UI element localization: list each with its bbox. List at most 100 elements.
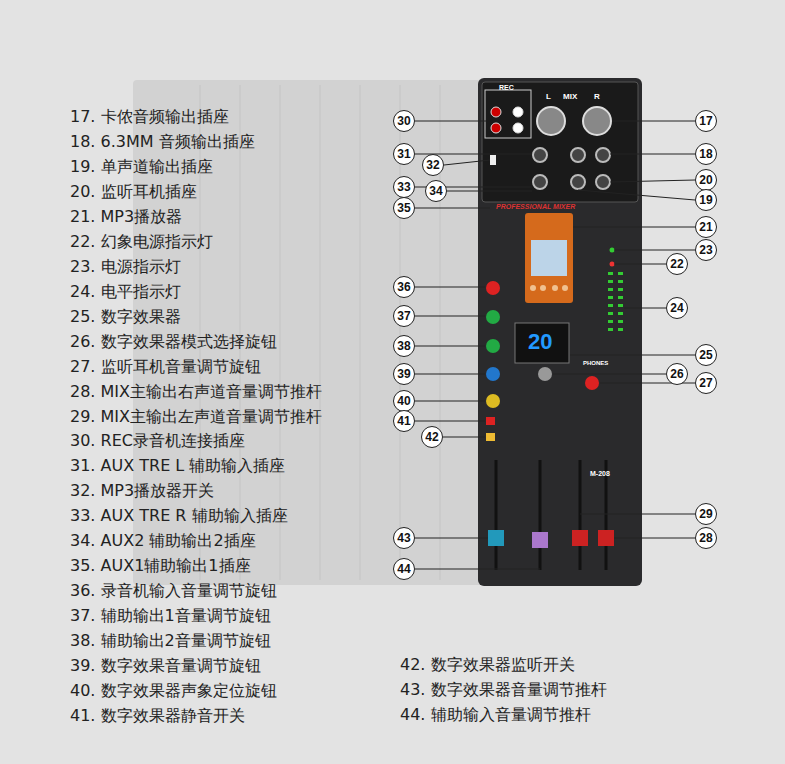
part-label: 37. 辅助输出1音量调节旋钮 bbox=[70, 606, 271, 625]
callout-number: 18 bbox=[699, 148, 712, 160]
part-label: 33. AUX TRE R 辅助输入插座 bbox=[70, 506, 288, 525]
callout-number: 40 bbox=[397, 395, 410, 407]
callout-number: 41 bbox=[397, 415, 410, 427]
callout-number: 44 bbox=[397, 563, 410, 575]
part-label: 43. 数字效果器音量调节推杆 bbox=[400, 680, 607, 699]
panel-text: PROFESSIONAL MIXER bbox=[496, 203, 575, 211]
part-label: 28. MIX主输出右声道音量调节推杆 bbox=[70, 382, 322, 401]
part-label: 36. 录音机输入音量调节旋钮 bbox=[70, 581, 277, 600]
part-label: 27. 监听耳机音量调节旋钮 bbox=[70, 357, 261, 376]
callout-number: 34 bbox=[429, 185, 442, 197]
panel-text: M-208 bbox=[590, 470, 610, 478]
leader-lines bbox=[415, 121, 695, 569]
part-label: 29. MIX主输出左声道音量调节推杆 bbox=[70, 407, 322, 426]
part-label: 32. MP3播放器开关 bbox=[70, 481, 214, 500]
callout-circle: 33 bbox=[393, 176, 415, 198]
panel-text: REC bbox=[499, 84, 514, 92]
jacks bbox=[533, 148, 610, 189]
callout-number: 27 bbox=[699, 377, 712, 389]
part-label: 44. 辅助输入音量调节推杆 bbox=[400, 705, 591, 724]
panel-text: 20 bbox=[528, 329, 552, 355]
callout-number: 32 bbox=[426, 159, 439, 171]
part-label: 17. 卡侬音频输出插座 bbox=[70, 107, 229, 126]
part-label: 30. REC录音机连接插座 bbox=[70, 431, 245, 450]
part-label: 20. 监听耳机插座 bbox=[70, 182, 197, 201]
callout-number: 31 bbox=[397, 148, 410, 160]
callout-circle: 26 bbox=[666, 363, 688, 385]
panel-text: PHONES bbox=[583, 360, 608, 367]
callout-circle: 19 bbox=[695, 189, 717, 211]
callout-circle: 35 bbox=[393, 197, 415, 219]
knobs bbox=[486, 281, 599, 408]
callout-number: 20 bbox=[699, 174, 712, 186]
fader-knob bbox=[598, 530, 614, 546]
fader-knob bbox=[532, 532, 548, 548]
panel-text: MIX bbox=[563, 92, 577, 102]
mp3-switch bbox=[490, 155, 496, 165]
fader-knob bbox=[488, 530, 504, 546]
part-label: 23. 电源指示灯 bbox=[70, 257, 181, 276]
panel-text: R bbox=[594, 92, 600, 102]
part-label: 21. MP3播放器 bbox=[70, 207, 182, 226]
callout-circle: 40 bbox=[393, 390, 415, 412]
callout-number: 42 bbox=[425, 431, 438, 443]
callout-circle: 24 bbox=[666, 297, 688, 319]
callout-circle: 29 bbox=[695, 503, 717, 525]
part-label: 35. AUX1辅助输出1插座 bbox=[70, 556, 251, 575]
callout-circle: 27 bbox=[695, 372, 717, 394]
panel-text: L bbox=[546, 92, 551, 102]
callout-number: 33 bbox=[397, 181, 410, 193]
part-label: 19. 单声道输出插座 bbox=[70, 157, 213, 176]
callout-circle: 34 bbox=[425, 180, 447, 202]
callout-circle: 22 bbox=[666, 253, 688, 275]
callout-circle: 42 bbox=[421, 426, 443, 448]
part-label: 18. 6.3MM 音频输出插座 bbox=[70, 132, 255, 151]
fader-tracks bbox=[496, 460, 606, 570]
callout-number: 28 bbox=[699, 532, 712, 544]
callout-number: 38 bbox=[397, 340, 410, 352]
callout-circle: 43 bbox=[393, 527, 415, 549]
io-panel bbox=[482, 82, 638, 202]
callout-number: 25 bbox=[699, 349, 712, 361]
xlr-jack bbox=[583, 107, 611, 135]
part-label: 34. AUX2 辅助输出2插座 bbox=[70, 531, 256, 550]
part-label: 42. 数字效果器监听开关 bbox=[400, 655, 575, 674]
callout-circle: 36 bbox=[393, 276, 415, 298]
xlr-jack bbox=[537, 107, 565, 135]
callout-number: 26 bbox=[670, 368, 683, 380]
callout-number: 17 bbox=[699, 115, 712, 127]
callout-circle: 39 bbox=[393, 363, 415, 385]
part-label: 40. 数字效果器声象定位旋钮 bbox=[70, 681, 277, 700]
callout-circle: 21 bbox=[695, 216, 717, 238]
part-label: 31. AUX TRE L 辅助输入插座 bbox=[70, 456, 285, 475]
effect-display bbox=[515, 323, 569, 363]
callout-number: 37 bbox=[397, 310, 410, 322]
part-label: 41. 数字效果器静音开关 bbox=[70, 706, 245, 725]
part-label: 25. 数字效果器 bbox=[70, 307, 181, 326]
part-label: 39. 数字效果音量调节旋钮 bbox=[70, 656, 261, 675]
callout-circle: 38 bbox=[393, 335, 415, 357]
part-label: 24. 电平指示灯 bbox=[70, 282, 181, 301]
mp3-screen bbox=[531, 240, 567, 276]
mp3-player bbox=[525, 213, 573, 303]
callout-number: 30 bbox=[397, 115, 410, 127]
level-meter bbox=[608, 272, 623, 331]
callout-circle: 30 bbox=[393, 110, 415, 132]
callout-number: 29 bbox=[699, 508, 712, 520]
callout-circle: 28 bbox=[695, 527, 717, 549]
callout-number: 21 bbox=[699, 221, 712, 233]
callout-number: 43 bbox=[397, 532, 410, 544]
rec-box bbox=[485, 90, 531, 138]
callout-number: 24 bbox=[670, 302, 683, 314]
part-label: 26. 数字效果器模式选择旋钮 bbox=[70, 332, 277, 351]
callout-number: 19 bbox=[699, 194, 712, 206]
callout-number: 36 bbox=[397, 281, 410, 293]
part-label: 38. 辅助输出2音量调节旋钮 bbox=[70, 631, 271, 650]
callout-circle: 17 bbox=[695, 110, 717, 132]
callout-circle: 23 bbox=[695, 239, 717, 261]
callout-circle: 31 bbox=[393, 143, 415, 165]
callout-circle: 20 bbox=[695, 169, 717, 191]
part-label: 22. 幻象电源指示灯 bbox=[70, 232, 213, 251]
callout-number: 22 bbox=[670, 258, 683, 270]
callout-circle: 32 bbox=[422, 154, 444, 176]
